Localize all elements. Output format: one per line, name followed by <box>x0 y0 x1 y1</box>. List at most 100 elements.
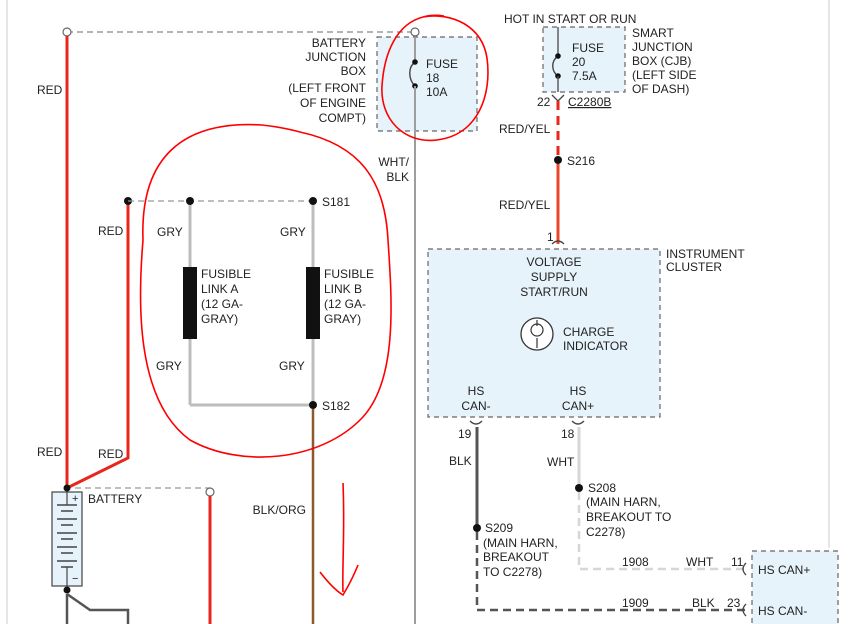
instrument-cluster: INSTRUMENT CLUSTER 1 VOLTAGE SUPPLY STAR… <box>427 230 745 441</box>
hs-can-plus-label: HS <box>570 384 587 398</box>
wht-label: WHT <box>547 455 575 469</box>
blk-label: BLK <box>449 454 472 468</box>
charge-indicator-filament <box>530 320 544 348</box>
gry-label: GRY <box>279 359 305 373</box>
sjb-label: (LEFT SIDE <box>632 68 696 82</box>
s216-node <box>554 156 562 164</box>
red-wire-label: RED <box>98 447 124 461</box>
gry-label: GRY <box>157 225 183 239</box>
ic-pin18-connector <box>571 420 585 425</box>
bjb-label-line: OF ENGINE <box>300 96 366 110</box>
fusible-link-b-label: (12 GA- <box>324 297 366 311</box>
battery-negative-node <box>63 586 71 594</box>
sjb-pin: 22 <box>537 95 551 109</box>
battery-minus-sign: − <box>72 573 78 585</box>
ic-pin1-connector <box>551 240 565 245</box>
s181-label: S181 <box>322 195 350 209</box>
battery-junction-box: FUSE 18 10A BATTERY JUNCTION BOX (LEFT F… <box>288 32 478 132</box>
wht-blk-label: WHT/ <box>378 155 409 169</box>
bjb-label-line: (LEFT FRONT <box>288 81 366 95</box>
fuse20-number: 20 <box>572 55 586 69</box>
ic-pin19-connector <box>469 420 483 425</box>
s182-node <box>309 401 317 409</box>
battery-right-connector <box>205 487 215 497</box>
fusible-link-a-label: FUSIBLE <box>201 267 251 281</box>
s209-node <box>473 524 481 532</box>
s216-label: S216 <box>567 154 595 168</box>
module-hs-can-plus: HS CAN+ <box>758 563 810 577</box>
bjb-label-line: BATTERY <box>312 36 366 50</box>
battery: + − BATTERY <box>51 484 215 624</box>
ic-supply: START/RUN <box>520 285 588 299</box>
top-left-connector <box>62 27 72 37</box>
fusible-link-b-label: GRAY) <box>324 312 361 326</box>
fusible-link-b-label: LINK B <box>324 282 362 296</box>
red-wire-label: RED <box>98 224 124 238</box>
bjb-input-connector <box>410 27 420 37</box>
fusible-link-a-body <box>183 267 197 339</box>
annotation-arrow-head <box>319 564 359 597</box>
bjb-label-line: BOX <box>341 64 366 78</box>
blk-right-label: BLK <box>692 596 715 610</box>
charge-indicator-lamp <box>520 317 554 351</box>
red-yel-label: RED/YEL <box>499 198 551 212</box>
ic-label: INSTRUMENT <box>666 247 745 261</box>
circuit-1908: 1908 <box>622 555 649 569</box>
charge-indicator-label: INDICATOR <box>563 339 628 353</box>
ic-supply: VOLTAGE <box>527 255 582 269</box>
sjb-label: OF DASH) <box>632 82 689 96</box>
fuse18-term-top <box>412 59 418 65</box>
red-yel-label: RED/YEL <box>499 122 551 136</box>
ic-pin-1: 1 <box>547 230 554 244</box>
module-pin-23: 23 <box>727 596 741 610</box>
bjb-label-line: COMPT) <box>319 111 366 125</box>
circuit-1909: 1909 <box>622 596 649 610</box>
bjb-label-line: JUNCTION <box>305 50 366 64</box>
fuse18-label-line: FUSE <box>426 57 458 71</box>
fuse20-rating: 7.5A <box>572 69 597 83</box>
module-box <box>751 550 839 624</box>
red-wire-label: RED <box>37 83 63 97</box>
gry-label: GRY <box>280 225 306 239</box>
annotation-circle-fusible-links <box>139 123 392 458</box>
blk-ground-wire <box>66 592 130 624</box>
ic-pin-19: 19 <box>458 427 472 441</box>
ic-supply: SUPPLY <box>531 270 577 284</box>
red-branch-wire <box>66 201 130 490</box>
s208-desc: BREAKOUT TO <box>586 510 671 524</box>
sjb-label: JUNCTION <box>632 40 693 54</box>
s208-desc: (MAIN HARN, <box>586 495 661 509</box>
module-pin11-connector <box>742 562 747 576</box>
charge-indicator-label: CHARGE <box>563 325 614 339</box>
fuse18-rating: 10A <box>426 85 447 99</box>
battery-positive-node <box>63 484 71 492</box>
annotation-circle-fuse18 <box>381 14 489 142</box>
fusible-a-top-node <box>186 197 194 205</box>
battery-plus-sign: + <box>72 493 78 505</box>
gry-label: GRY <box>156 359 182 373</box>
module-pin23-connector <box>742 603 747 617</box>
s209-desc: (MAIN HARN, <box>483 536 558 550</box>
fusible-links: S181 GRY GRY FUSIBLE LINK A (12 GA- GRAY… <box>128 195 374 413</box>
fusible-link-a-label: GRAY) <box>201 312 238 326</box>
bjb-box <box>376 36 478 132</box>
s209-desc: TO C2278) <box>483 565 542 579</box>
s209-desc: BREAKOUT <box>483 550 550 564</box>
fusible-link-b-label: FUSIBLE <box>324 267 374 281</box>
hs-can-minus-label: CAN- <box>461 399 490 413</box>
module-hs-can-minus: HS CAN- <box>758 604 807 618</box>
ic-label: CLUSTER <box>666 260 722 274</box>
wht-can-plus-dashed <box>577 492 745 571</box>
sjb-label: BOX (CJB) <box>632 54 691 68</box>
fuse20-label-line: FUSE <box>572 41 604 55</box>
s208-label: S208 <box>588 481 616 495</box>
sjb-label: SMART <box>632 26 674 40</box>
bjb-label: BATTERY JUNCTION BOX (LEFT FRONT OF ENGI… <box>288 36 366 125</box>
annotations <box>139 14 489 597</box>
s209-label: S209 <box>485 521 513 535</box>
wht-right-label: WHT <box>686 555 714 569</box>
annotation-arrow-shaft <box>341 482 345 593</box>
fusible-link-b-body <box>306 267 320 339</box>
blk-can-minus-dashed <box>475 532 745 612</box>
blk-org-label: BLK/ORG <box>253 503 306 517</box>
